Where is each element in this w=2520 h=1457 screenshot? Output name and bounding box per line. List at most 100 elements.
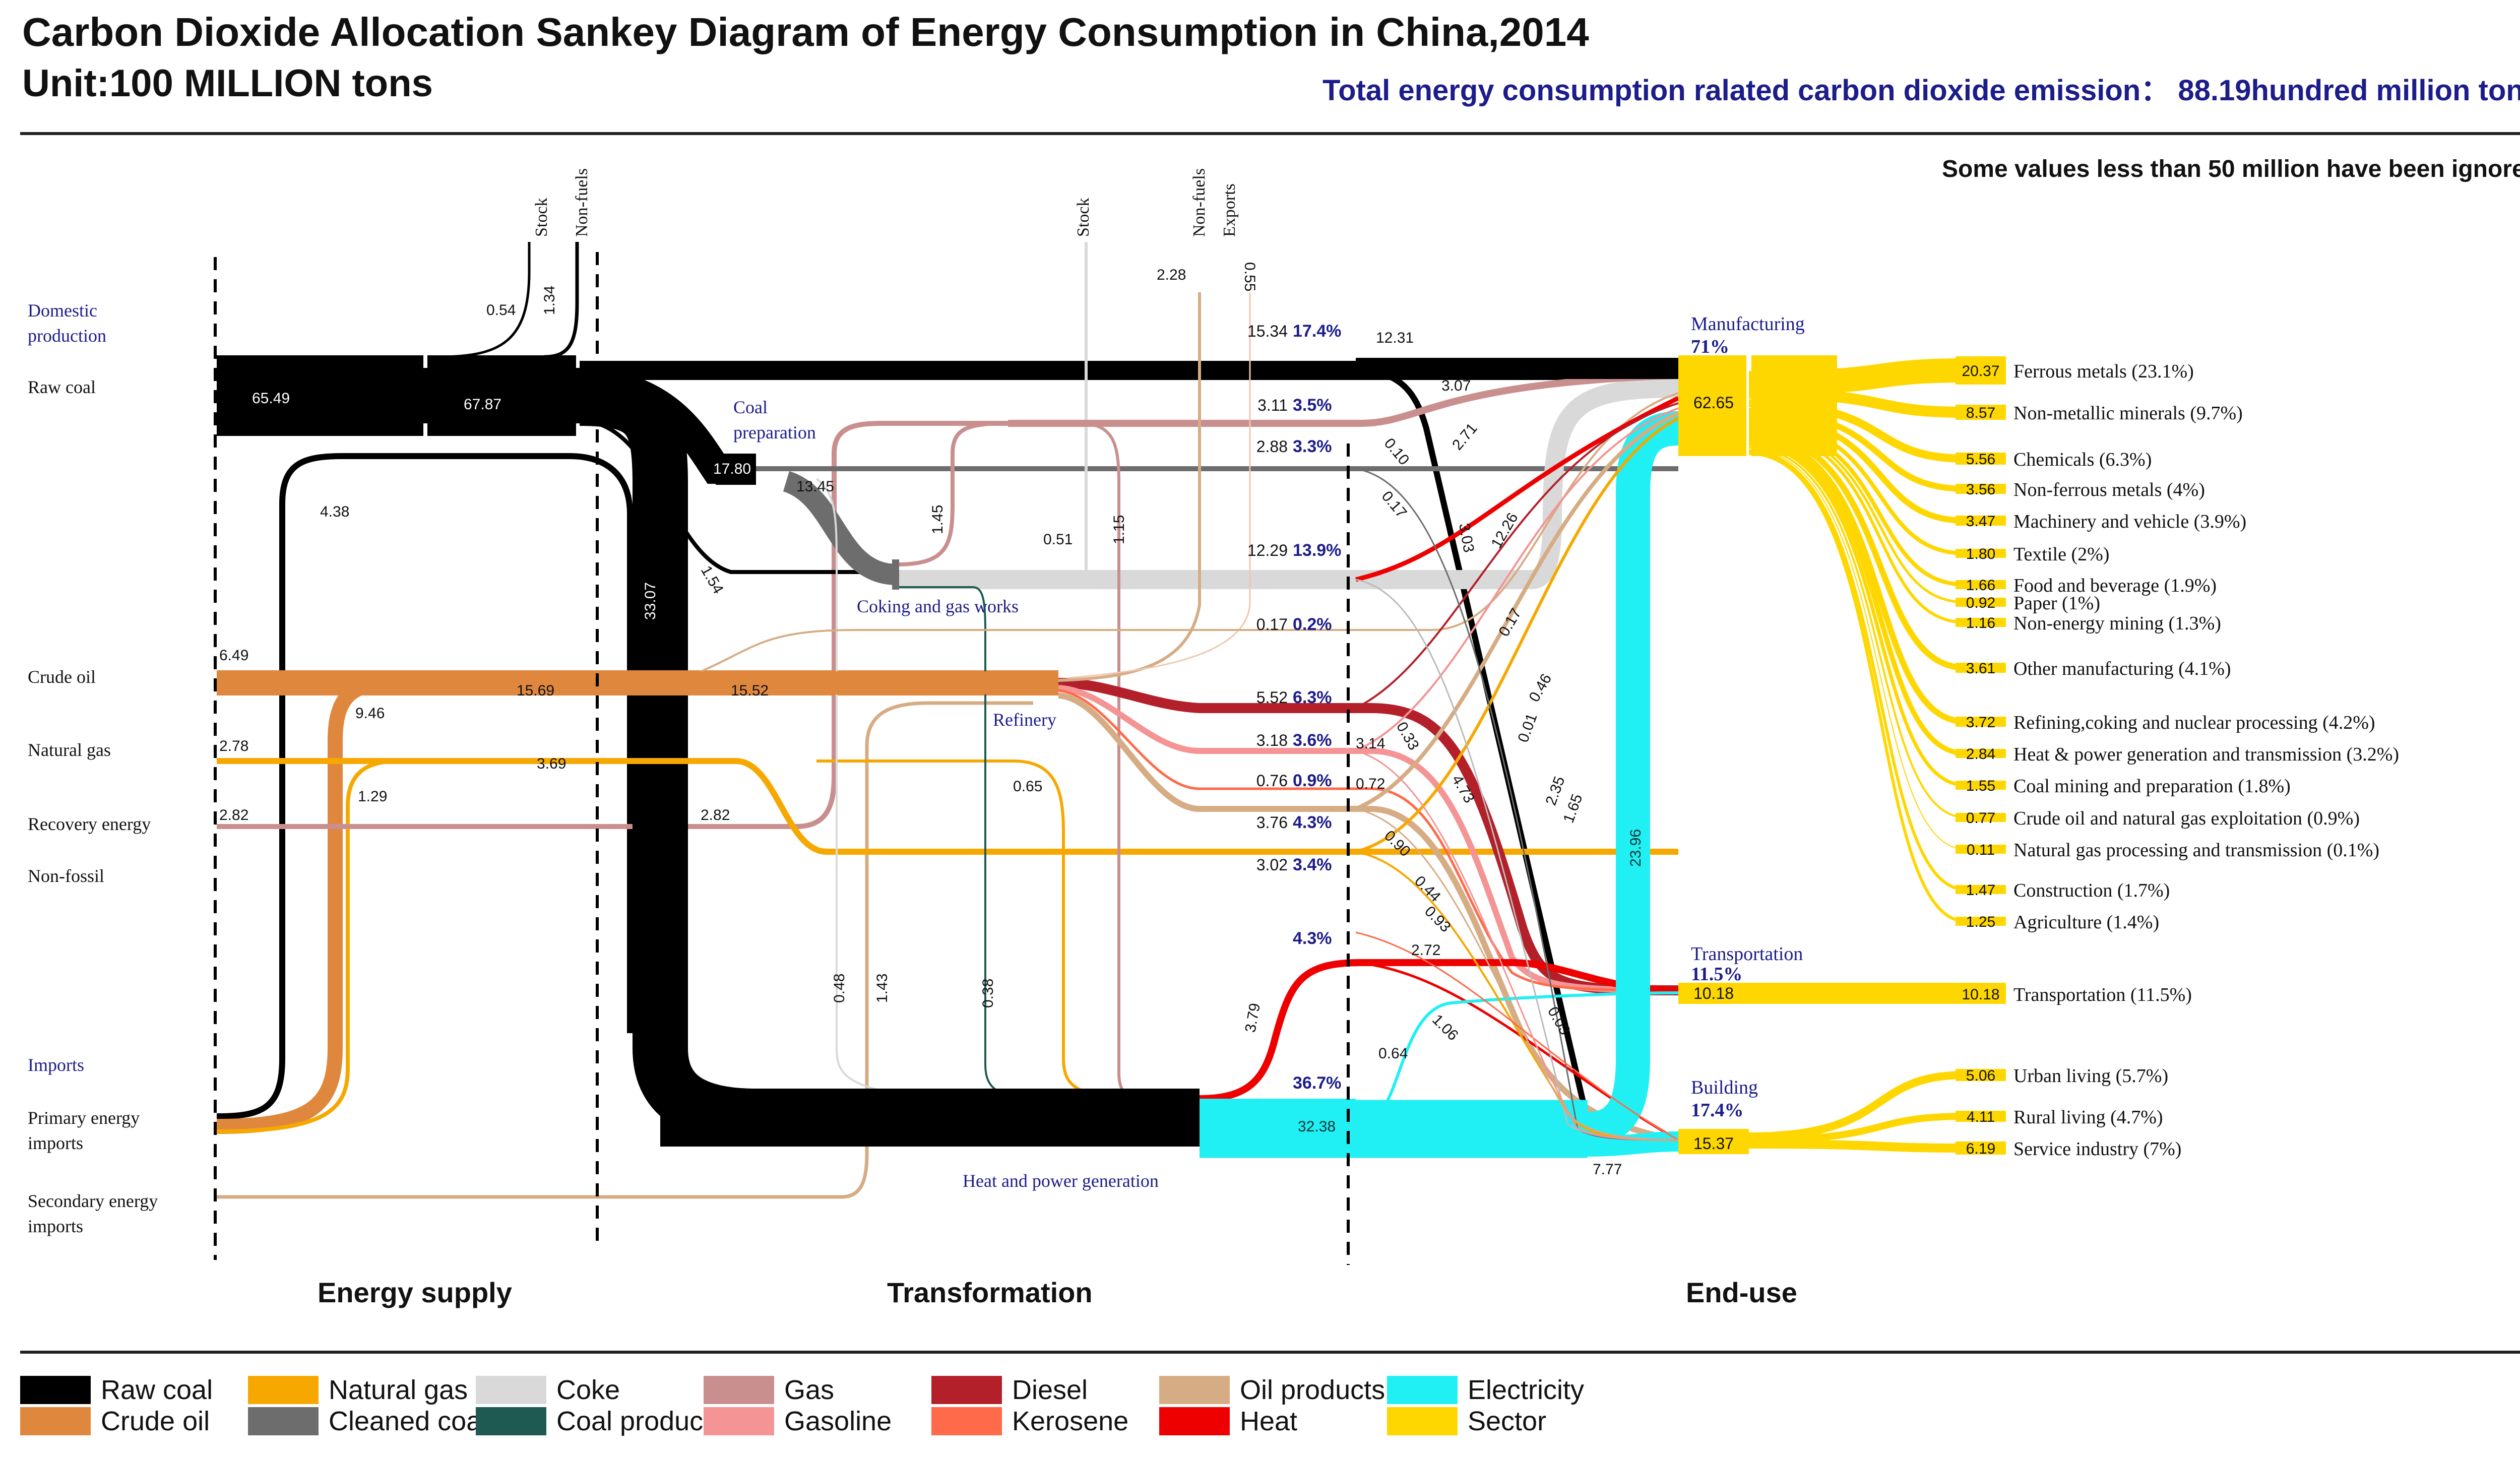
sector-label-21: Service industry (7%) bbox=[2013, 1138, 2181, 1160]
source-raw-coal: Raw coal bbox=[28, 377, 96, 397]
flow-label-heat-to-manufacturing: 2.72 bbox=[1411, 942, 1440, 959]
sector-value-19: 5.06 bbox=[1966, 1067, 1995, 1084]
sector-label-15: Natural gas processing and transmission … bbox=[2013, 840, 2379, 861]
carrier-value-8: 0.76 bbox=[1256, 772, 1288, 790]
source-domestic-production: Domestic bbox=[28, 300, 97, 321]
legend-label: Oil products bbox=[1240, 1375, 1385, 1405]
sector-value-18: 10.18 bbox=[1962, 986, 1999, 1003]
source-secondary-imports-line2: imports bbox=[28, 1216, 83, 1236]
flow-fan-a bbox=[1355, 396, 1679, 582]
flow-label-raw-coal-non-fuels: 1.34 bbox=[541, 286, 558, 315]
carrier-value-7: 3.18 bbox=[1256, 731, 1288, 749]
side-non-fuels-1: Non-fuels bbox=[573, 168, 591, 237]
carrier-share-4: 13.9% bbox=[1293, 541, 1341, 560]
sector-label-11: Refining,coking and nuclear processing (… bbox=[2013, 712, 2375, 733]
sector-value-box-4 bbox=[1956, 484, 2006, 494]
total-emission-label: Total energy consumption ralated carbon … bbox=[1322, 74, 2520, 107]
sector-label-2: Non-metallic minerals (9.7%) bbox=[2013, 403, 2243, 424]
node-refinery bbox=[578, 671, 1056, 694]
legend-swatch bbox=[248, 1376, 319, 1404]
flow-label-electricity-total: 32.38 bbox=[1298, 1118, 1336, 1135]
flow-label-oil-products-to-power: 1.15 bbox=[1111, 515, 1127, 544]
legend-label: Coke bbox=[556, 1375, 620, 1405]
sector-value-16: 1.47 bbox=[1966, 882, 1995, 899]
sector-value-box-13 bbox=[1956, 781, 2006, 790]
flow-label-raw-coal-total: 67.87 bbox=[464, 396, 501, 413]
legend-label: Coal products bbox=[556, 1406, 725, 1436]
node-transportation bbox=[1678, 983, 2006, 1004]
flow-gasoline bbox=[1058, 685, 1679, 993]
sector-value-17: 1.25 bbox=[1966, 914, 1995, 930]
carrier-share-3: 3.3% bbox=[1293, 437, 1332, 456]
sector-label-5: Machinery and vehicle (3.9%) bbox=[2013, 511, 2246, 532]
stage-label-transformation: Transformation bbox=[887, 1277, 1093, 1308]
legend-item: Coal products bbox=[476, 1406, 724, 1438]
carrier-share-11: 4.3% bbox=[1293, 929, 1332, 948]
legend-item: Oil products bbox=[1159, 1375, 1386, 1407]
side-non-fuels-2: Non-fuels bbox=[1190, 168, 1209, 237]
legend-label: Cleaned coal bbox=[329, 1406, 488, 1436]
sector-value-box-21 bbox=[1956, 1142, 2006, 1155]
source-primary-imports: Primary energy bbox=[28, 1108, 140, 1128]
flow-label-heat-to-building: 1.06 bbox=[1429, 1011, 1462, 1044]
legend-item: Crude oil bbox=[20, 1406, 247, 1438]
legend-item: Gasoline bbox=[704, 1406, 930, 1438]
legend-label: Heat bbox=[1240, 1406, 1298, 1436]
flow-diesel bbox=[1058, 678, 1679, 995]
unit-label: Unit:100 MILLION tons bbox=[22, 62, 433, 105]
stage-label-end-use: End-use bbox=[1686, 1277, 1797, 1308]
sector-value-box-20 bbox=[1956, 1111, 2006, 1122]
flow-coke-main bbox=[897, 378, 1679, 589]
sector-value-box-1 bbox=[1956, 356, 2006, 385]
legend-swatch bbox=[20, 1407, 91, 1435]
legend-swatch bbox=[931, 1376, 1002, 1404]
flow-natural-gas-to-power bbox=[816, 759, 1200, 1103]
flow-label-natural-gas-to-power: 0.65 bbox=[1013, 778, 1042, 795]
flow-label-cleaned-coal-to-building: 0.10 bbox=[1381, 435, 1413, 468]
node-power-coal bbox=[660, 1089, 1200, 1147]
flow-label-coke-to-building: 0.17 bbox=[1378, 488, 1410, 521]
flow-oil-products bbox=[1058, 692, 1679, 1143]
flow-fan-e bbox=[1355, 417, 1679, 853]
legend-label: Diesel bbox=[1012, 1375, 1088, 1405]
flow-label-natural-gas-imports: 1.29 bbox=[358, 788, 387, 805]
flow-label-heat-from-power: 3.79 bbox=[1242, 1002, 1264, 1034]
carrier-value-6: 5.52 bbox=[1256, 688, 1288, 707]
enduse-manufacturing: Manufacturing bbox=[1691, 313, 1805, 335]
enduse-building: Building bbox=[1691, 1077, 1758, 1098]
legend-item: Coke bbox=[476, 1375, 703, 1407]
sector-label-17: Agriculture (1.4%) bbox=[2013, 912, 2159, 933]
sector-label-19: Urban living (5.7%) bbox=[2013, 1065, 2168, 1087]
sector-value-box-8 bbox=[1956, 598, 2006, 607]
process-power: Heat and power generation bbox=[963, 1171, 1159, 1191]
sector-value-box-19 bbox=[1956, 1069, 2006, 1081]
enduse-building-total: 15.37 bbox=[1693, 1134, 1734, 1153]
sector-value-box-17 bbox=[1956, 917, 2006, 926]
flow-raw-coal-to-coal-prep bbox=[579, 368, 746, 484]
source-imports: Imports bbox=[28, 1055, 84, 1075]
sector-value-14: 0.77 bbox=[1966, 810, 1995, 827]
node-manufacturing bbox=[1678, 355, 1746, 456]
source-crude-oil: Crude oil bbox=[28, 667, 96, 687]
ignored-values-note: Some values less than 50 million have be… bbox=[1941, 156, 2520, 182]
flow-oil-exports bbox=[1068, 292, 1251, 679]
legend-item: Natural gas bbox=[248, 1375, 475, 1407]
carrier-value-5: 0.17 bbox=[1256, 615, 1288, 634]
legend-swatch bbox=[704, 1376, 774, 1404]
flow-label-recovery-energy-b: 2.82 bbox=[701, 807, 730, 823]
node-power-electricity bbox=[1200, 1099, 1356, 1157]
sector-value-10: 3.61 bbox=[1966, 660, 1995, 677]
sector-value-box-16 bbox=[1956, 885, 2006, 894]
sector-label-9: Non-energy mining (1.3%) bbox=[2013, 613, 2221, 634]
flow-sector-21 bbox=[1748, 1139, 2001, 1153]
sector-value-box-6 bbox=[1956, 549, 2006, 558]
carrier-value-10: 3.02 bbox=[1256, 856, 1288, 874]
flow-fan-c bbox=[1355, 407, 1679, 752]
flow-heat-from-power bbox=[1199, 959, 1679, 1102]
legend-label: Crude oil bbox=[101, 1406, 210, 1436]
flow-label-raw-coal-to-coal-prep: 17.80 bbox=[713, 461, 751, 477]
carrier-value-4: 12.29 bbox=[1247, 541, 1288, 559]
flow-secondary-imports bbox=[217, 701, 1033, 1199]
flow-label-gas-split-a: 0.46 bbox=[1526, 671, 1555, 705]
legend-label: Natural gas bbox=[329, 1375, 468, 1405]
